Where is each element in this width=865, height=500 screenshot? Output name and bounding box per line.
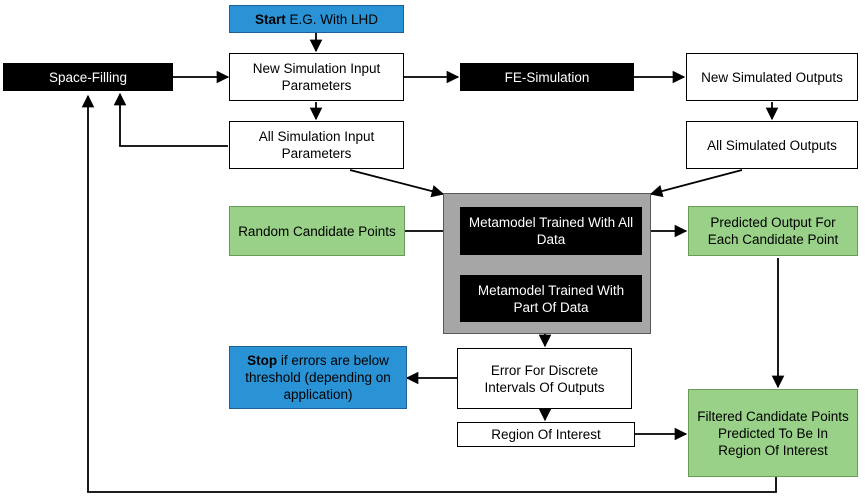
start-box: Start E.G. With LHD — [229, 5, 404, 33]
arrow-filtered-to-space — [81, 94, 777, 493]
metamodel-all-data-box: Metamodel Trained With All Data — [460, 207, 642, 255]
space-filling-box: Space-Filling — [3, 63, 173, 91]
stop-box: Stop if errors are below threshold (depe… — [229, 346, 407, 409]
fe-simulation-box: FE-Simulation — [460, 63, 634, 91]
region-of-interest-box: Region Of Interest — [457, 422, 635, 447]
all-simulated-outputs-box: All Simulated Outputs — [686, 121, 858, 169]
error-intervals-box: Error For Discrete Intervals Of Outputs — [457, 348, 632, 409]
new-simulated-outputs-box: New Simulated Outputs — [686, 53, 858, 101]
random-candidate-points-box: Random Candidate Points — [229, 206, 405, 256]
all-input-parameters-box: All Simulation Input Parameters — [229, 121, 404, 169]
arrow-all-inputs-to-space — [113, 92, 228, 147]
metamodel-part-data-box: Metamodel Trained With Part Of Data — [460, 275, 642, 322]
arrow-all-outputs-to-metamodel — [649, 169, 743, 198]
arrow-all-inputs-to-metamodel — [349, 169, 445, 198]
filtered-candidate-points-box: Filtered Candidate Points Predicted To B… — [688, 389, 858, 477]
predicted-output-box: Predicted Output For Each Candidate Poin… — [688, 206, 858, 256]
new-input-parameters-box: New Simulation Input Parameters — [229, 53, 404, 101]
